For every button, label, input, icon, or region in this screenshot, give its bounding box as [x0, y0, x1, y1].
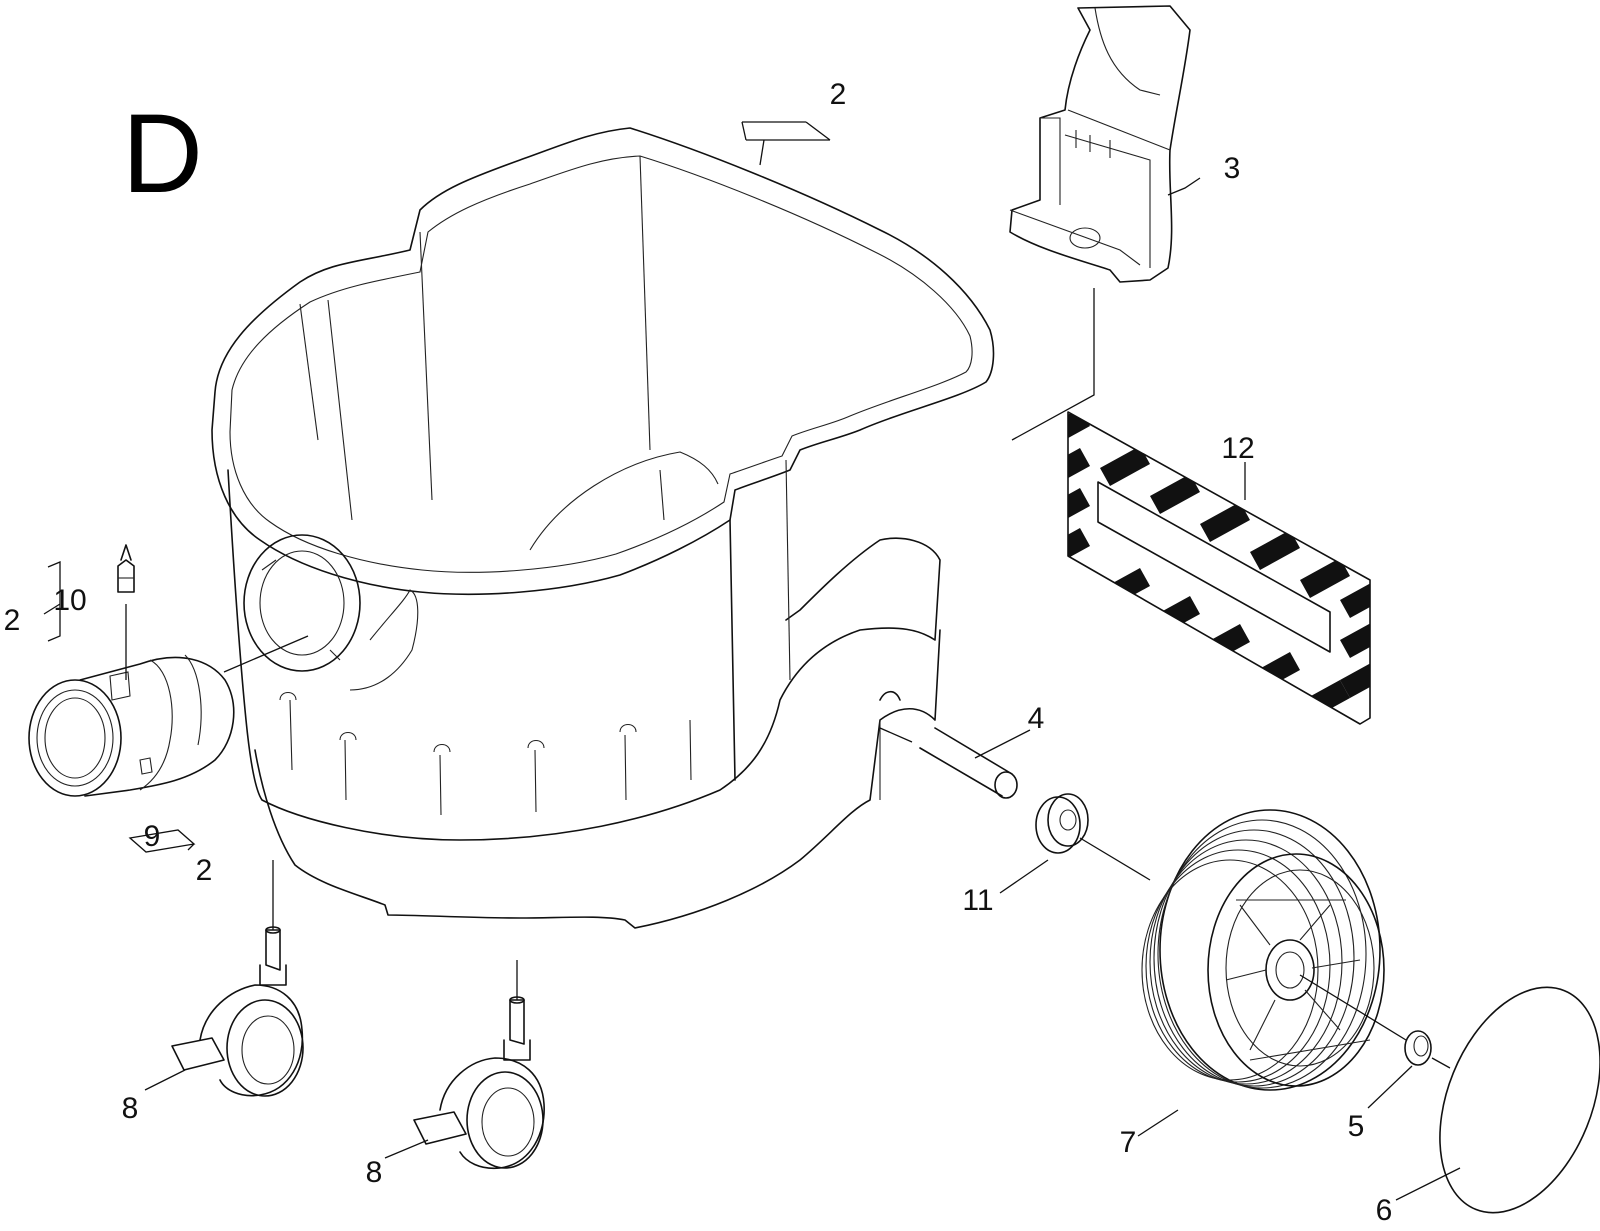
caster-left: [171, 926, 304, 1097]
callout-4: 4: [1028, 702, 1045, 735]
callout-9: 9: [144, 820, 161, 853]
axle-rod: [919, 727, 1018, 799]
tank-body: [211, 127, 995, 929]
callout-2-left: 2: [4, 604, 21, 637]
valve-pin: [117, 544, 135, 593]
warning-sticker: [1067, 411, 1371, 725]
callout-2-top: 2: [830, 78, 847, 111]
callout-7: 7: [1120, 1126, 1137, 1159]
spacer-ring: [1035, 793, 1089, 854]
callout-8-right: 8: [366, 1156, 383, 1189]
callout-5: 5: [1348, 1110, 1365, 1143]
handle-bracket: [1009, 5, 1191, 283]
callout-3: 3: [1224, 152, 1241, 185]
caster-right: [413, 996, 545, 1170]
leader-lines: [43, 121, 1461, 1201]
callout-11: 11: [962, 884, 993, 917]
callout-12: 12: [1221, 432, 1254, 465]
callout-6: 6: [1376, 1194, 1393, 1227]
section-letter: D: [122, 91, 203, 216]
hose-elbow: [28, 654, 235, 797]
rear-wheel: [1141, 809, 1385, 1091]
sticker-stripes: [1068, 412, 1370, 720]
hub-cap: [1439, 986, 1600, 1214]
callout-8-left: 8: [122, 1092, 139, 1125]
callout-2-elbow: 2: [196, 854, 213, 887]
callout-10: 10: [53, 584, 86, 617]
retaining-clip: [1404, 1030, 1432, 1066]
